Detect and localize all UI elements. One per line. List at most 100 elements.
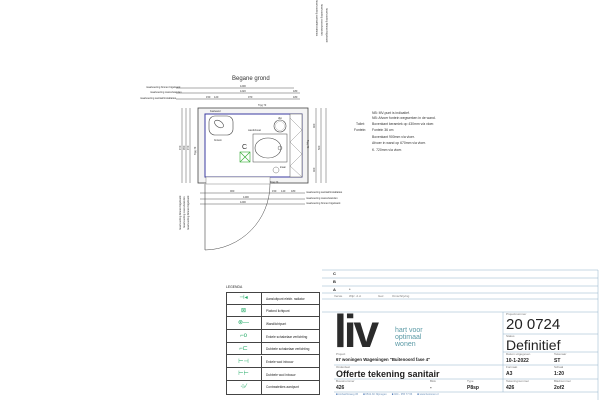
note: Afvoer in wand op 670mm v/a vloer. xyxy=(372,141,426,145)
project-name: 67 woningen Wageningen "Buitenoord fase … xyxy=(336,357,431,362)
dim-label: maatvoering binnen bigelwerk xyxy=(306,201,341,205)
footer-contact: ■ Ambachtsweg 36 ■ 6541 AV Nijmegen ■ 02… xyxy=(336,393,439,396)
dim-value: 400 xyxy=(312,167,316,172)
trap-label: Trpg 70 xyxy=(258,104,267,107)
legend-item: ⊢⊢Dubbele wcd inbouw xyxy=(226,368,320,381)
note: Fontein 36 cm xyxy=(372,128,394,132)
dim-label: maatvoering casco/wanden xyxy=(306,196,338,200)
schaal-label: Schaal xyxy=(554,365,564,369)
toilet xyxy=(254,137,282,159)
fontein-sink xyxy=(208,115,234,136)
dim-value: 140 xyxy=(281,189,286,193)
wall-light-icon: ⊗— xyxy=(226,317,262,330)
dim-label: maatvoering binnen bigelwerk xyxy=(146,85,181,89)
legend-item: ⌐⊏Dubbele schakelaar verlichting xyxy=(226,342,320,356)
legend-item: ⊢⊣Enkele wcd inbouw xyxy=(226,355,320,369)
note: K. 720mm v/a vloer. xyxy=(372,148,402,152)
dim-value: 1200 xyxy=(240,84,246,88)
datum: 10-1-2022 xyxy=(506,357,529,364)
legend-item: ⊗—Wandlichtpunt xyxy=(226,317,320,331)
status-label: Status xyxy=(506,333,515,338)
note: NB: MV-punt is indicatief. xyxy=(372,111,410,115)
formaat-label: Formaat xyxy=(506,365,518,369)
revision-id: A xyxy=(333,286,336,292)
revision-id: B xyxy=(333,279,336,284)
trap-label: Trpg 70 xyxy=(194,146,197,155)
dim-value: 970 xyxy=(186,145,190,150)
status: Definitief xyxy=(506,336,561,353)
wandcloset-label: wandcloset xyxy=(248,128,261,132)
datum-label: Datum uitgegeven xyxy=(506,352,531,356)
tekenaar-label: Tekenaar xyxy=(554,352,567,356)
revision-id: C xyxy=(333,271,336,276)
side-label: maatvoering binnen bigelwerk xyxy=(186,195,190,230)
blok-label: Blok xyxy=(430,379,436,383)
type-label: Type xyxy=(467,379,474,383)
double-switch-icon: ⌐⊏ xyxy=(226,342,262,355)
bouwnummer-label: Bouwnummer xyxy=(336,379,355,383)
projectnummer-label: Projectnummer xyxy=(506,312,527,316)
dim-value: 1200 xyxy=(240,200,246,204)
kraan-icon xyxy=(272,166,280,174)
liv-logo: liv xyxy=(334,305,379,357)
side-label: maatvoering casco/wanden xyxy=(182,196,186,228)
revision-text: * xyxy=(349,286,351,292)
afvoer-label: dbo xyxy=(278,117,283,120)
dim-value: 180 xyxy=(293,95,298,99)
drawing-title: Begane grond xyxy=(232,76,270,82)
trap-label: Trpg 70 xyxy=(270,181,279,184)
dim-value: 1400 xyxy=(243,195,249,199)
dim-value: 180 xyxy=(293,89,298,93)
dim-value: 500 xyxy=(317,145,321,150)
dim-value: 970 xyxy=(178,145,182,150)
legend-title: LEGENDA xyxy=(226,285,243,289)
projectnummer: 20 0724 xyxy=(506,316,561,333)
revision-header: Wijz. d.d. xyxy=(349,293,362,298)
afvoer-icon xyxy=(273,119,287,133)
single-socket-icon: ⊢⊣ xyxy=(226,355,262,368)
schaal: 1:20 xyxy=(554,371,565,377)
bouwnummer: 426 xyxy=(336,385,345,391)
side-label: maatvoering casco/wanden xyxy=(320,4,324,36)
bullet-icon: ■ xyxy=(336,393,338,396)
kast-label: Kastwand xyxy=(210,110,221,113)
dim-value: 150 xyxy=(206,95,211,99)
legend-item: ⊣◂Aansluitpunt elektr. radiator xyxy=(226,292,320,305)
tekeningnummer: 426 xyxy=(506,385,515,391)
revision-header: Versie xyxy=(334,293,343,298)
dim-label: maatvoering sanitair/installaties xyxy=(140,96,177,100)
type: P8sp xyxy=(467,385,479,391)
dim-value: 950 xyxy=(182,145,186,150)
bullet-icon: ■ xyxy=(363,393,365,396)
kraan-label: kraan xyxy=(280,166,287,169)
note: NB: Afvoer fontein wegwerken in de wand. xyxy=(372,116,436,120)
radiator-point-icon: ⊣◂ xyxy=(226,292,262,304)
dim-value: 120 xyxy=(214,95,219,99)
tekeningnummer-label: Tekeningnummer xyxy=(506,379,530,383)
revision-header: Gez. xyxy=(378,293,385,298)
note-key: Toilet: xyxy=(356,122,365,126)
side-label: maatvoering sanitair/installaties xyxy=(315,0,319,37)
side-label: maatvoering binnen bigelwerk xyxy=(178,195,182,230)
dim-label: maatvoering sanitair/installaties xyxy=(306,190,343,194)
part-label: Onderdeel xyxy=(336,365,351,369)
dim-value: 1220 xyxy=(240,89,246,93)
note-key: Fontein: xyxy=(354,128,367,132)
dim-value: 970 xyxy=(248,95,253,99)
dim-value: 960 xyxy=(230,189,235,193)
dim-value: 150 xyxy=(272,189,277,193)
drawing-subject: Offerte tekening sanitair xyxy=(336,368,440,379)
revision-header: Omschrijving xyxy=(392,293,410,298)
shaft xyxy=(289,113,303,178)
dim-label: maatvoering casco/wanden xyxy=(150,90,182,94)
tekenaar: ST xyxy=(554,357,561,364)
legend-item: ⊠Plafond lichtpunt xyxy=(226,304,320,318)
door-opening xyxy=(205,176,271,185)
legend-item: ⊹⁄Contrastekies aardpunt xyxy=(226,380,320,394)
note: Bovenkant keramiek op 430mm v/a vloer. xyxy=(372,122,435,126)
side-label: maatvoering binnen bigelwerk xyxy=(325,8,329,43)
dim-value: 180 xyxy=(291,189,296,193)
ground-point-icon: ⊹⁄ xyxy=(226,380,262,394)
formaat: A3 xyxy=(506,371,513,377)
